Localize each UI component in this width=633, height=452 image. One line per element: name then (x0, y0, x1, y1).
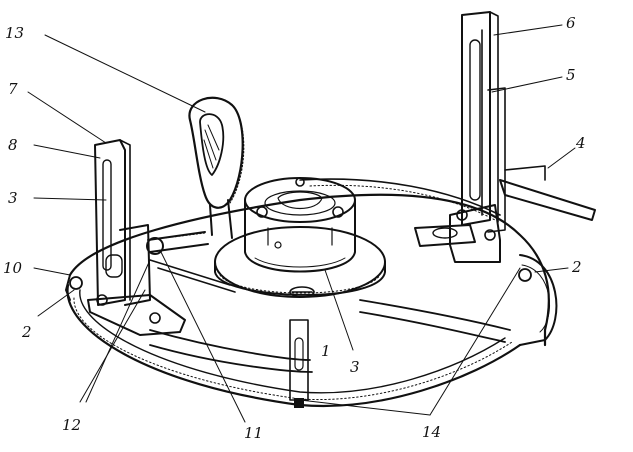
eyepiece-ring (188, 96, 245, 239)
callout-3-left: 3 (8, 189, 18, 207)
callout-7: 7 (8, 80, 18, 98)
callout-5: 5 (566, 66, 576, 84)
turntable (214, 177, 386, 298)
callout-6: 6 (566, 14, 576, 32)
callout-8: 8 (8, 136, 18, 154)
left-column (69, 139, 236, 336)
base-frame (65, 178, 558, 408)
leader-lines (27, 24, 576, 423)
callout-1: 1 (321, 342, 331, 360)
callout-2-right: 2 (571, 258, 582, 276)
callout-10: 10 (3, 259, 23, 277)
callout-4: 4 (575, 134, 586, 152)
callout-labels: 13 7 8 3 10 2 12 11 3 1 14 2 4 5 6 (3, 14, 586, 442)
callout-3-center: 3 (350, 358, 360, 376)
callout-14: 14 (422, 423, 441, 441)
right-column (414, 11, 596, 282)
callout-2-left: 2 (21, 323, 32, 341)
callout-13: 13 (5, 24, 24, 42)
callout-11: 11 (244, 424, 263, 442)
callout-12: 12 (62, 416, 81, 434)
